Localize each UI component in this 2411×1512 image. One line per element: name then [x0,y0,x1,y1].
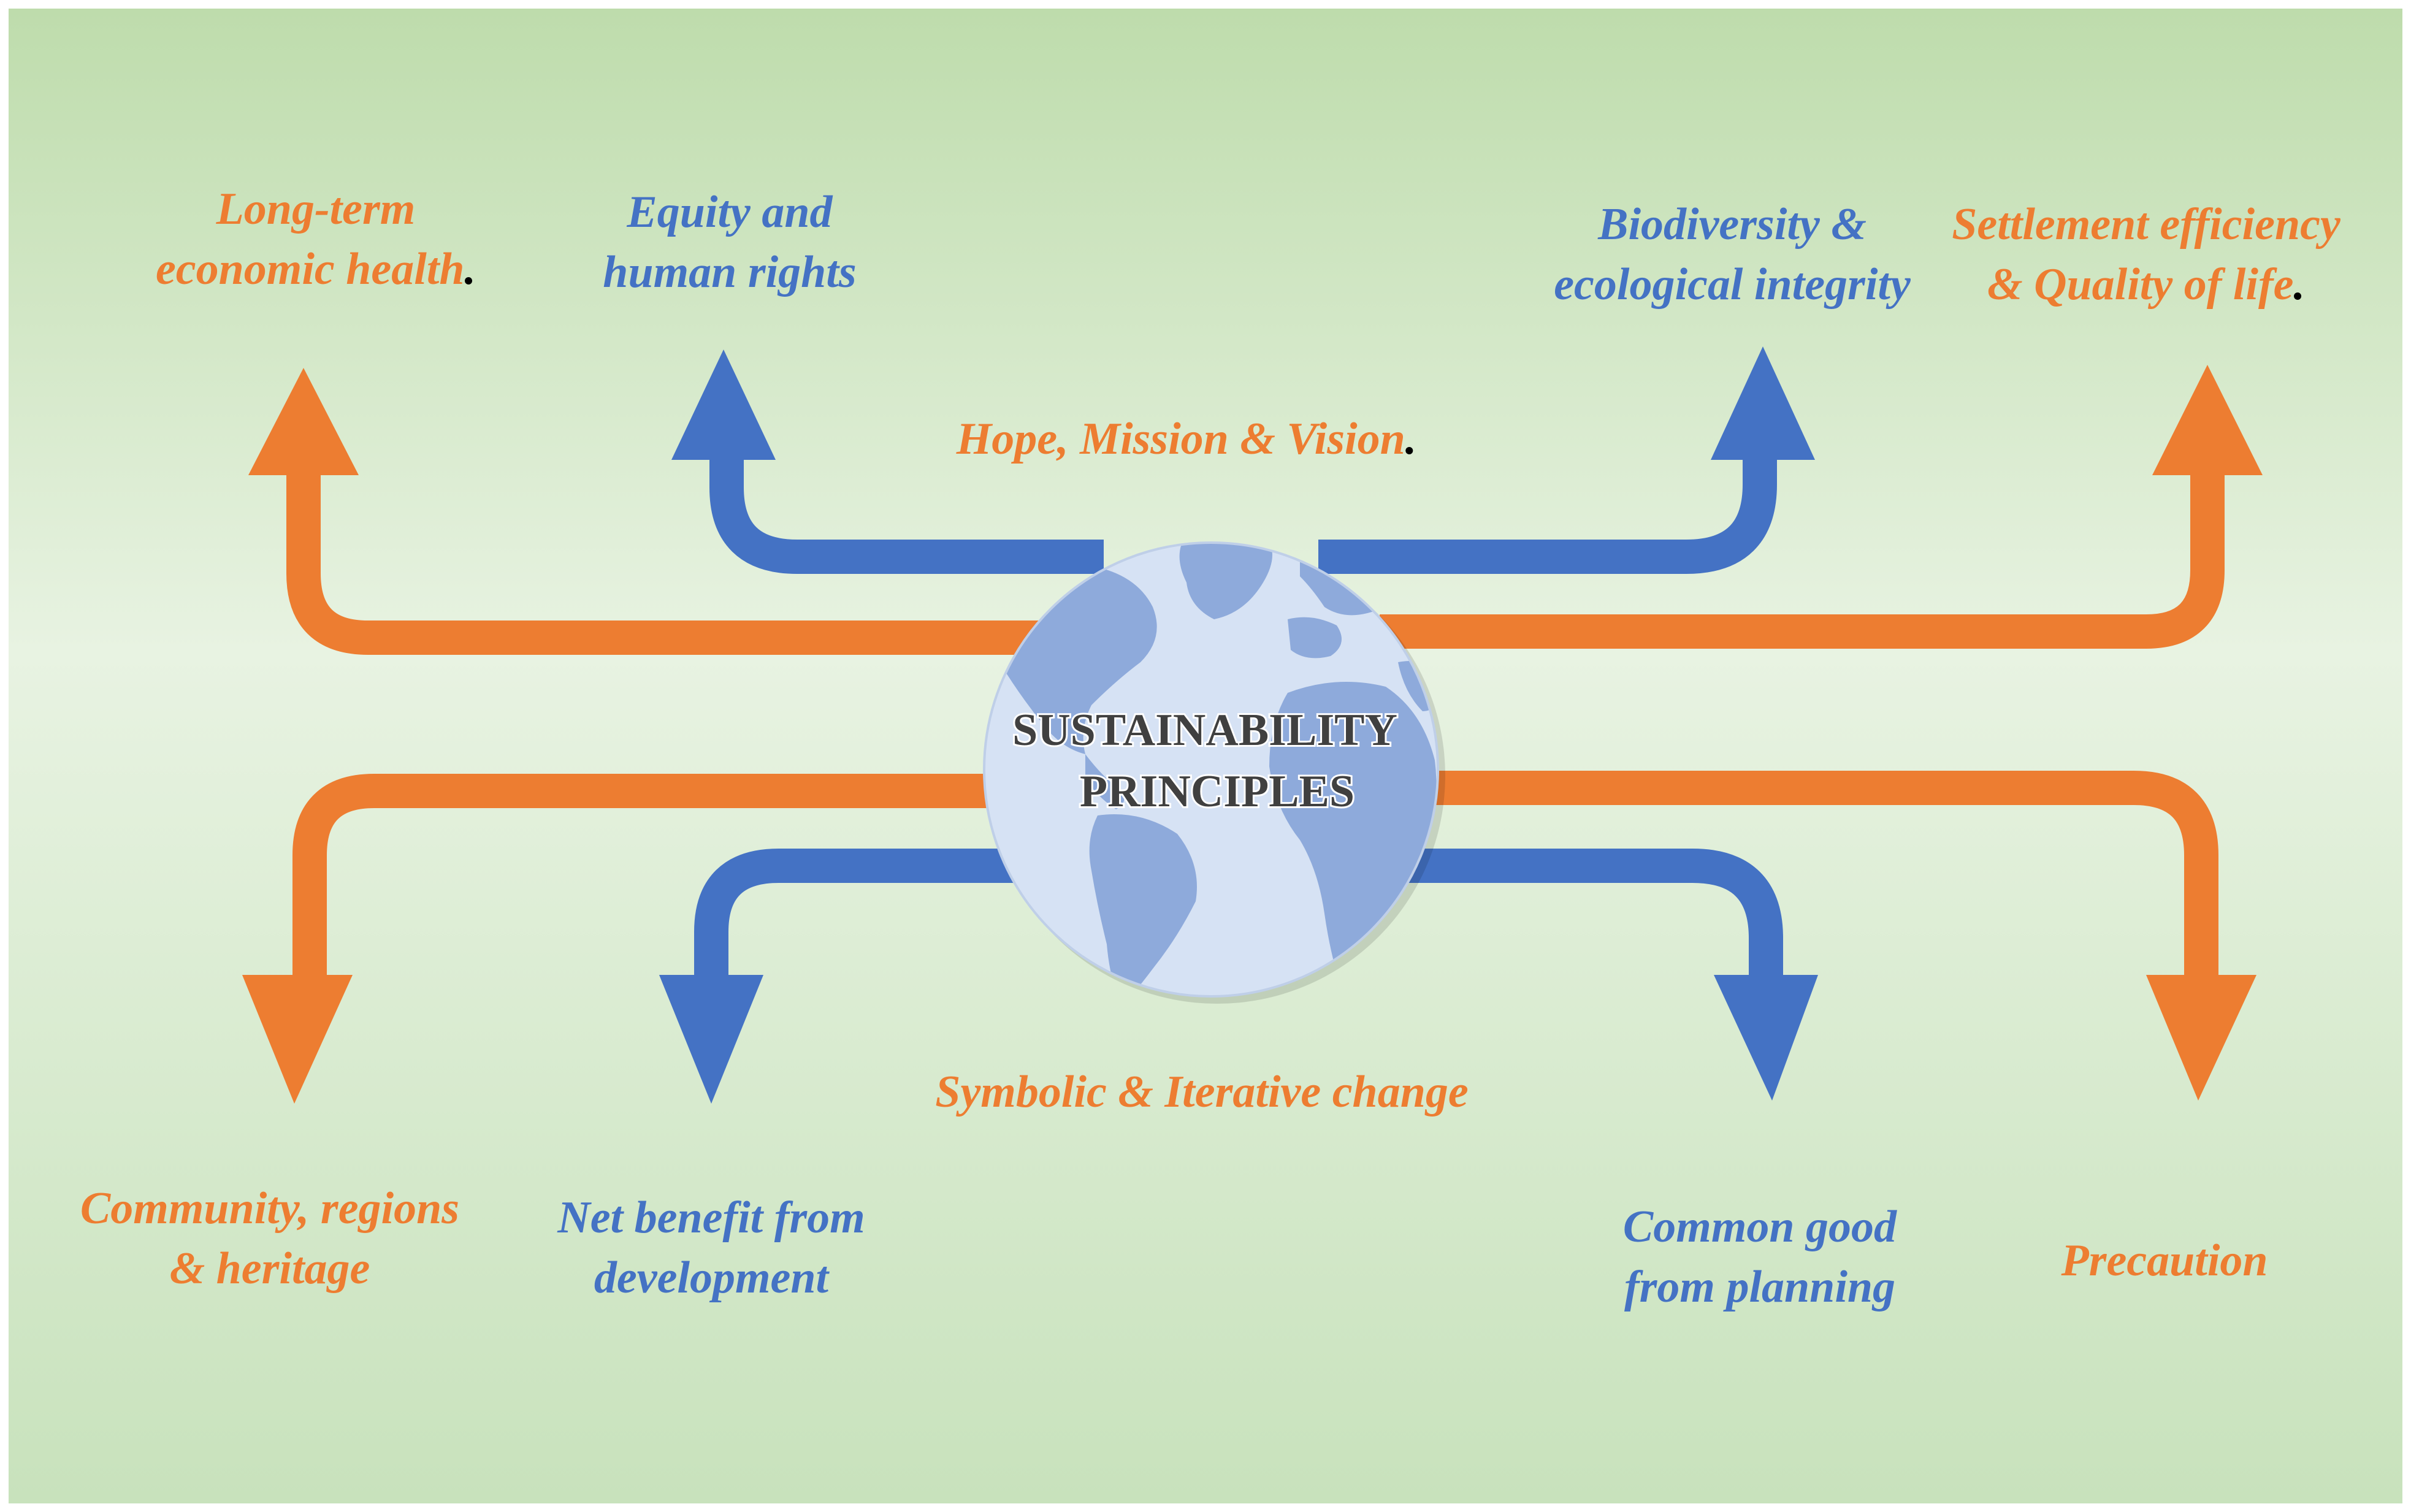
center-title-line-1: SUSTAINABILITY [1012,705,1397,755]
label-community: Community, regions & heritage [80,1183,459,1294]
center-title-line-2: PRINCIPLES [1080,766,1355,817]
label-line: & heritage [170,1243,370,1294]
label-line: development [594,1253,830,1303]
label-hope: Hope, Mission & Vision. [956,414,1416,464]
label-line: Precaution [2060,1235,2268,1286]
arrow-head-net-benefit [659,975,763,1104]
arrow-community [292,774,1042,981]
label-long-term: Long-term economic health. [156,184,476,294]
arrow-precaution [1380,771,2218,981]
label-trailing-period: . [2293,259,2305,310]
label-line: Symbolic & Iterative change [935,1067,1468,1117]
label-line: Net benefit from [557,1193,865,1243]
label-line: & Quality of life [1987,259,2293,310]
principle-labels: Long-term economic health. Equity and huma… [80,184,2341,1312]
label-line: economic health [156,244,465,294]
arrow-head-settlement [2152,365,2263,475]
globe-rim [983,541,1439,998]
arrow-biodiversity [1318,451,1777,574]
label-line: Equity and [626,187,833,237]
label-line: human rights [603,247,856,297]
arrow-head-equity [671,349,776,460]
arrows [242,346,2263,1104]
label-precaution: Precaution [2060,1235,2268,1286]
arrow-settlement [1380,466,2225,649]
arrow-net-benefit [694,849,1104,981]
label-line: Hope, Mission & Vision [956,414,1405,464]
label-line: Settlement efficiency [1952,199,2341,250]
arrow-head-community [242,975,353,1104]
label-biodiversity: Biodiversity & ecological integrity [1554,199,1911,310]
label-common-good: Common good from planning [1623,1202,1897,1312]
arrow-long-term [286,466,1042,655]
arrow-common-good [1318,849,1783,981]
arrow-head-long-term [248,368,359,475]
label-line: from planning [1624,1262,1895,1312]
label-line: ecological integrity [1554,259,1911,310]
label-line: Biodiversity & [1597,199,1867,250]
label-trailing-period: . [1405,414,1417,464]
label-settlement: Settlement efficiency & Quality of life. [1952,199,2341,310]
label-line: Common good [1623,1202,1897,1252]
arrow-head-precaution [2146,975,2256,1101]
arrow-equity [709,451,1104,574]
label-line: Long-term [216,184,416,234]
label-net-benefit: Net benefit from development [557,1193,865,1303]
arrow-head-common-good [1714,975,1818,1101]
label-symbolic: Symbolic & Iterative change [935,1067,1468,1117]
arrow-head-biodiversity [1711,346,1815,460]
label-trailing-period: . [465,244,476,294]
label-line: Community, regions [80,1183,459,1234]
label-equity: Equity and human rights [603,187,856,297]
